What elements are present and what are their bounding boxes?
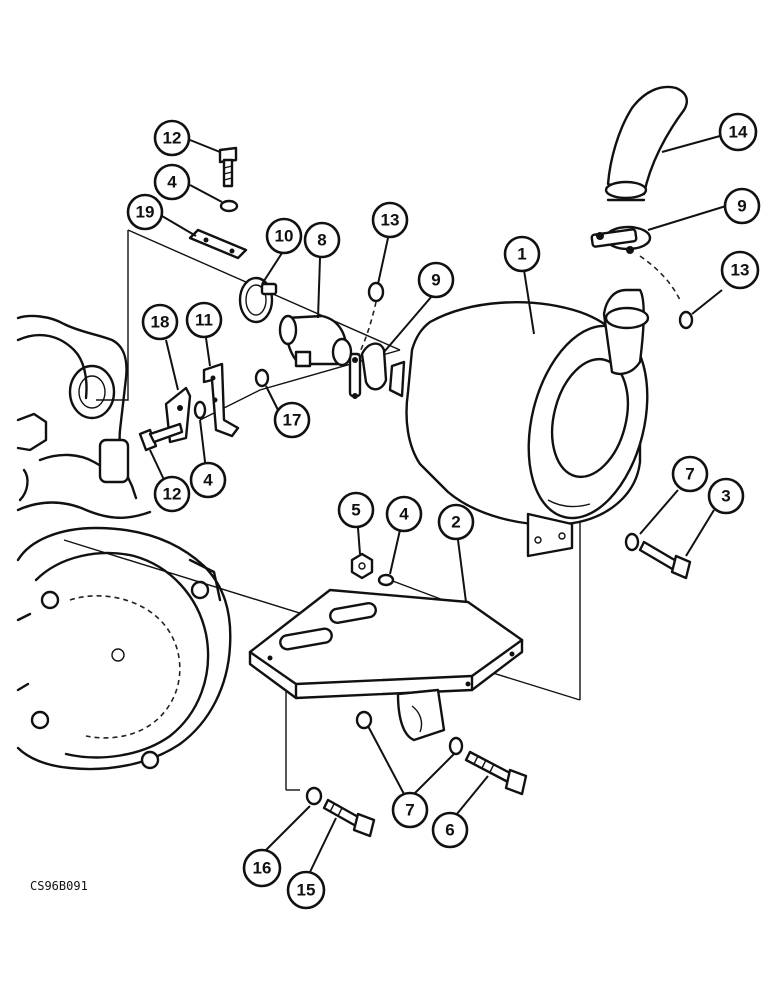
callout-label: 5 — [351, 501, 360, 520]
figure-code: CS96B091 — [30, 879, 88, 893]
callout-10: 10 — [265, 217, 303, 255]
strap-19 — [188, 228, 248, 260]
callout-label: 12 — [163, 129, 182, 148]
callout-2: 2 — [437, 503, 475, 541]
engine-block — [16, 314, 232, 771]
callout-label: 6 — [445, 821, 454, 840]
bolt-3 — [638, 540, 692, 580]
mounting-plate — [248, 588, 524, 742]
callout-label: 2 — [451, 513, 460, 532]
callout-17: 17 — [273, 401, 311, 439]
callout-18: 18 — [141, 303, 179, 341]
bolt-12-top — [218, 146, 238, 188]
callout-12: 12 — [153, 475, 191, 513]
callout-1: 1 — [503, 235, 541, 273]
callout-label: 4 — [203, 471, 213, 490]
callout-5: 5 — [337, 491, 375, 529]
callout-label: 3 — [721, 487, 730, 506]
callout-label: 19 — [136, 203, 155, 222]
callout-label: 17 — [283, 411, 302, 430]
callout-9: 9 — [723, 187, 761, 225]
muffler — [388, 288, 650, 558]
callout-label: 4 — [399, 505, 409, 524]
callout-15: 15 — [286, 870, 326, 910]
callout-label: 18 — [151, 313, 170, 332]
callout-label: 7 — [685, 465, 694, 484]
callout-label: 14 — [729, 123, 748, 142]
washer-17 — [254, 368, 270, 388]
callout-6: 6 — [431, 811, 469, 849]
callout-label: 11 — [195, 311, 213, 330]
callout-label: 8 — [317, 231, 326, 250]
callout-12: 12 — [153, 119, 191, 157]
callout-label: 12 — [163, 485, 182, 504]
callout-label: 10 — [275, 227, 294, 246]
clamp-lower — [348, 342, 388, 399]
washer-7-left — [355, 710, 373, 730]
washer-7-right — [624, 532, 640, 552]
washer-4-top — [219, 199, 239, 213]
callout-14: 14 — [718, 112, 758, 152]
washer-16 — [305, 786, 323, 806]
tail-pipe — [604, 85, 688, 202]
callout-label: 13 — [731, 261, 750, 280]
washer-4-mid — [377, 573, 395, 587]
bolt-6 — [464, 750, 528, 796]
callout-19: 19 — [126, 193, 164, 231]
callout-16: 16 — [242, 848, 282, 888]
nut-5 — [350, 552, 374, 580]
callout-4: 4 — [153, 163, 191, 201]
washer-13-right — [678, 310, 694, 330]
callout-3: 3 — [707, 477, 745, 515]
leader-lines — [149, 135, 727, 873]
bracket-11 — [202, 362, 240, 438]
callout-8: 8 — [303, 221, 341, 259]
callout-label: 13 — [381, 211, 400, 230]
clamp-upper — [590, 225, 681, 301]
callout-13: 13 — [371, 201, 409, 239]
callout-label: 1 — [517, 245, 526, 264]
callout-label: 16 — [253, 859, 272, 878]
callout-11: 11 — [185, 301, 223, 339]
callout-9: 9 — [417, 261, 455, 299]
elbow-connector — [278, 314, 353, 368]
callout-label: 15 — [297, 881, 316, 900]
callout-7: 7 — [671, 455, 709, 493]
bolt-12-lower — [138, 422, 184, 452]
callout-label: 9 — [737, 197, 746, 216]
callout-4: 4 — [385, 495, 423, 533]
callout-label: 7 — [405, 801, 414, 820]
callout-4: 4 — [189, 461, 227, 499]
callouts: 12 4 19 10 8 13 9 1 14 9 13 18 11 17 12 … — [126, 112, 761, 910]
callout-13: 13 — [720, 250, 760, 290]
bolt-15 — [322, 798, 376, 838]
callout-label: 9 — [431, 271, 440, 290]
hose-clamp — [238, 276, 278, 324]
washer-7-center — [448, 736, 464, 756]
callout-7: 7 — [391, 791, 429, 829]
washer-13-left — [357, 281, 385, 357]
callout-label: 4 — [167, 173, 177, 192]
